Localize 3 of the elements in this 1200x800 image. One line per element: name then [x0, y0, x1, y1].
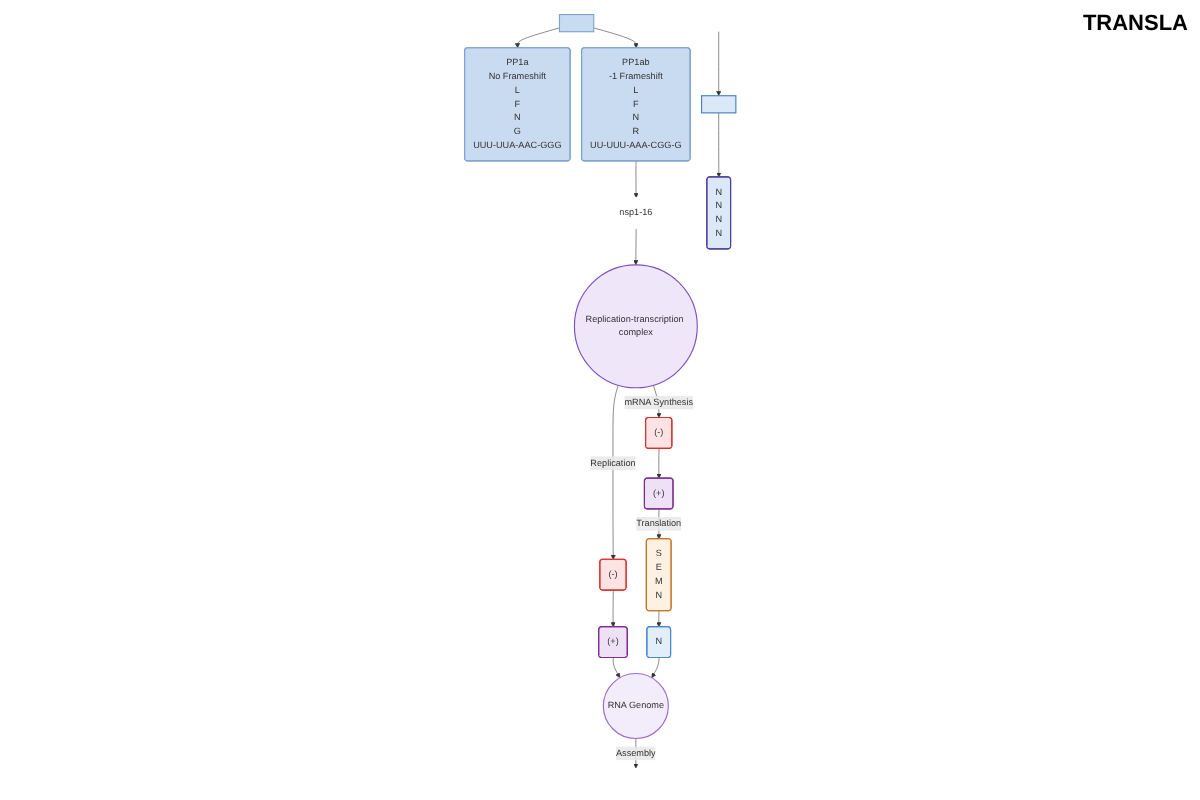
label-text: TRANSLA: [1082, 12, 1188, 36]
node-box: [700, 95, 737, 114]
node-box: [558, 14, 595, 33]
